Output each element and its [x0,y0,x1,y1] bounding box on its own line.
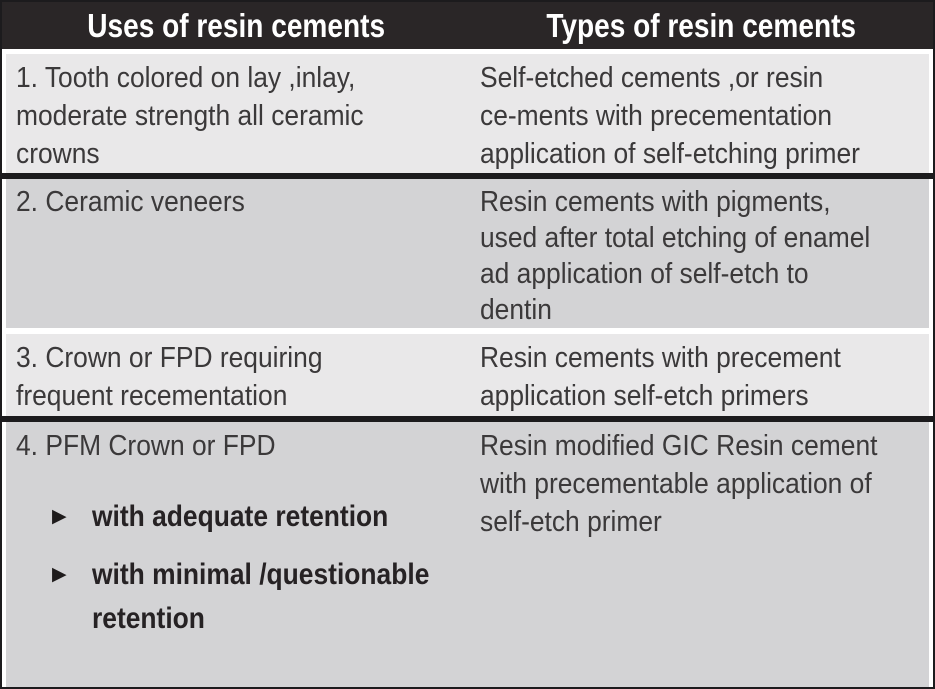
text-line: retention [92,602,205,635]
text-line: used after total etching of enamel [480,222,871,254]
bullet-item: ▶ with minimal /questionable retention [52,553,466,641]
text-line: 4. PFM Crown or FPD [16,430,276,462]
table-header-row: Uses of resin cements Types of resin cem… [2,2,933,49]
table-row-1: 1. Tooth colored on lay ,inlay, moderate… [6,54,929,173]
text-line: crowns [16,138,100,170]
type-cell-2: Resin cements with pigments, used after … [470,179,929,328]
text-line: ad application of self-etch to [480,258,809,290]
text-line: 2. Ceramic veneers [16,186,245,218]
text-line: self-etch primer [480,506,662,538]
text-line: with adequate retention [92,500,389,533]
triangle-bullet-icon: ▶ [52,564,67,585]
text-line: with precementable application of [480,468,872,500]
text-line: frequent recementation [16,380,288,412]
bullet-text: with minimal /questionable retention [92,553,470,641]
header-gap [2,49,933,54]
text-line: Self-etched cements ,or resin [480,62,824,94]
use-cell-4: 4. PFM Crown or FPD ▶ with adequate rete… [6,422,470,687]
triangle-bullet-icon: ▶ [52,506,67,527]
use-cell-1: 1. Tooth colored on lay ,inlay, moderate… [6,54,470,173]
header-uses-label: Uses of resin cements [87,6,385,44]
text-line: application of self-etching primer [480,138,860,170]
row-divider [2,416,933,422]
header-cell-uses: Uses of resin cements [2,2,470,49]
text-line: application self-etch primers [480,380,809,412]
table-row-4: 4. PFM Crown or FPD ▶ with adequate rete… [6,422,929,687]
text-line: ce-ments with precementation [480,100,833,132]
bullet-text: with adequate retention [92,495,466,539]
text-line: moderate strength all ceramic [16,100,364,132]
row-divider [2,173,933,179]
use-cell-2: 2. Ceramic veneers [6,179,470,328]
text-line: Resin modified GIC Resin cement [480,430,878,462]
text-line: 3. Crown or FPD requiring [16,342,323,374]
text-line: Resin cements with pigments, [480,186,831,218]
use-cell-3: 3. Crown or FPD requiring frequent recem… [6,334,470,416]
text-line: Resin cements with precement [480,342,841,374]
table-row-2: 2. Ceramic veneers Resin cements with pi… [6,179,929,328]
row-gap [2,328,933,334]
bullet-list: ▶ with adequate retention ▶ with minimal… [52,495,466,641]
table-row-3: 3. Crown or FPD requiring frequent recem… [6,334,929,416]
header-cell-types: Types of resin cements [470,2,933,49]
bullet-item: ▶ with adequate retention [52,495,466,539]
type-cell-4: Resin modified GIC Resin cement with pre… [470,422,929,687]
text-line: 1. Tooth colored on lay ,inlay, [16,62,356,94]
text-line: with minimal /questionable [92,558,430,591]
type-cell-1: Self-etched cements ,or resin ce-ments w… [470,54,929,173]
header-types-label: Types of resin cements [546,6,857,44]
type-cell-3: Resin cements with precement application… [470,334,929,416]
text-line: dentin [480,294,552,326]
